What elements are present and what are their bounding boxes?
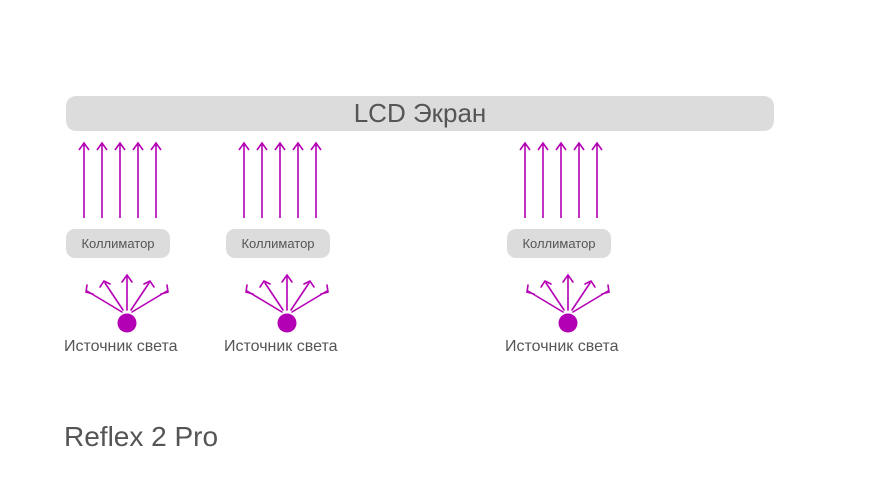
light-unit-3: Коллиматор Источник света <box>505 0 675 489</box>
light-source-dot <box>277 313 297 333</box>
lcd-screen-label: LCD Экран <box>353 98 487 128</box>
collimated-rays-1 <box>78 141 162 218</box>
light-source-label: Источник света <box>64 338 178 355</box>
collimated-rays-2 <box>238 141 322 218</box>
light-source-dot <box>558 313 578 333</box>
collimator-label: Коллиматор <box>241 236 315 251</box>
light-fan-3 <box>526 273 610 333</box>
collimator-2: Коллиматор <box>226 229 330 258</box>
light-fan-2 <box>245 273 329 333</box>
collimator-3: Коллиматор <box>507 229 611 258</box>
collimated-rays-3 <box>519 141 603 218</box>
collimator-label: Коллиматор <box>81 236 155 251</box>
light-source-label: Источник света <box>505 338 619 355</box>
collimator-1: Коллиматор <box>66 229 170 258</box>
light-source-label: Источник света <box>224 338 338 355</box>
light-source-dot <box>117 313 137 333</box>
light-unit-1: Коллиматор Источник света <box>64 0 234 489</box>
collimator-label: Коллиматор <box>522 236 596 251</box>
light-fan-1 <box>85 273 169 333</box>
model-name: Reflex 2 Pro <box>64 421 219 452</box>
lcd-screen-bar: LCD Экран <box>66 96 774 131</box>
light-unit-2: Коллиматор Источник света <box>224 0 394 489</box>
